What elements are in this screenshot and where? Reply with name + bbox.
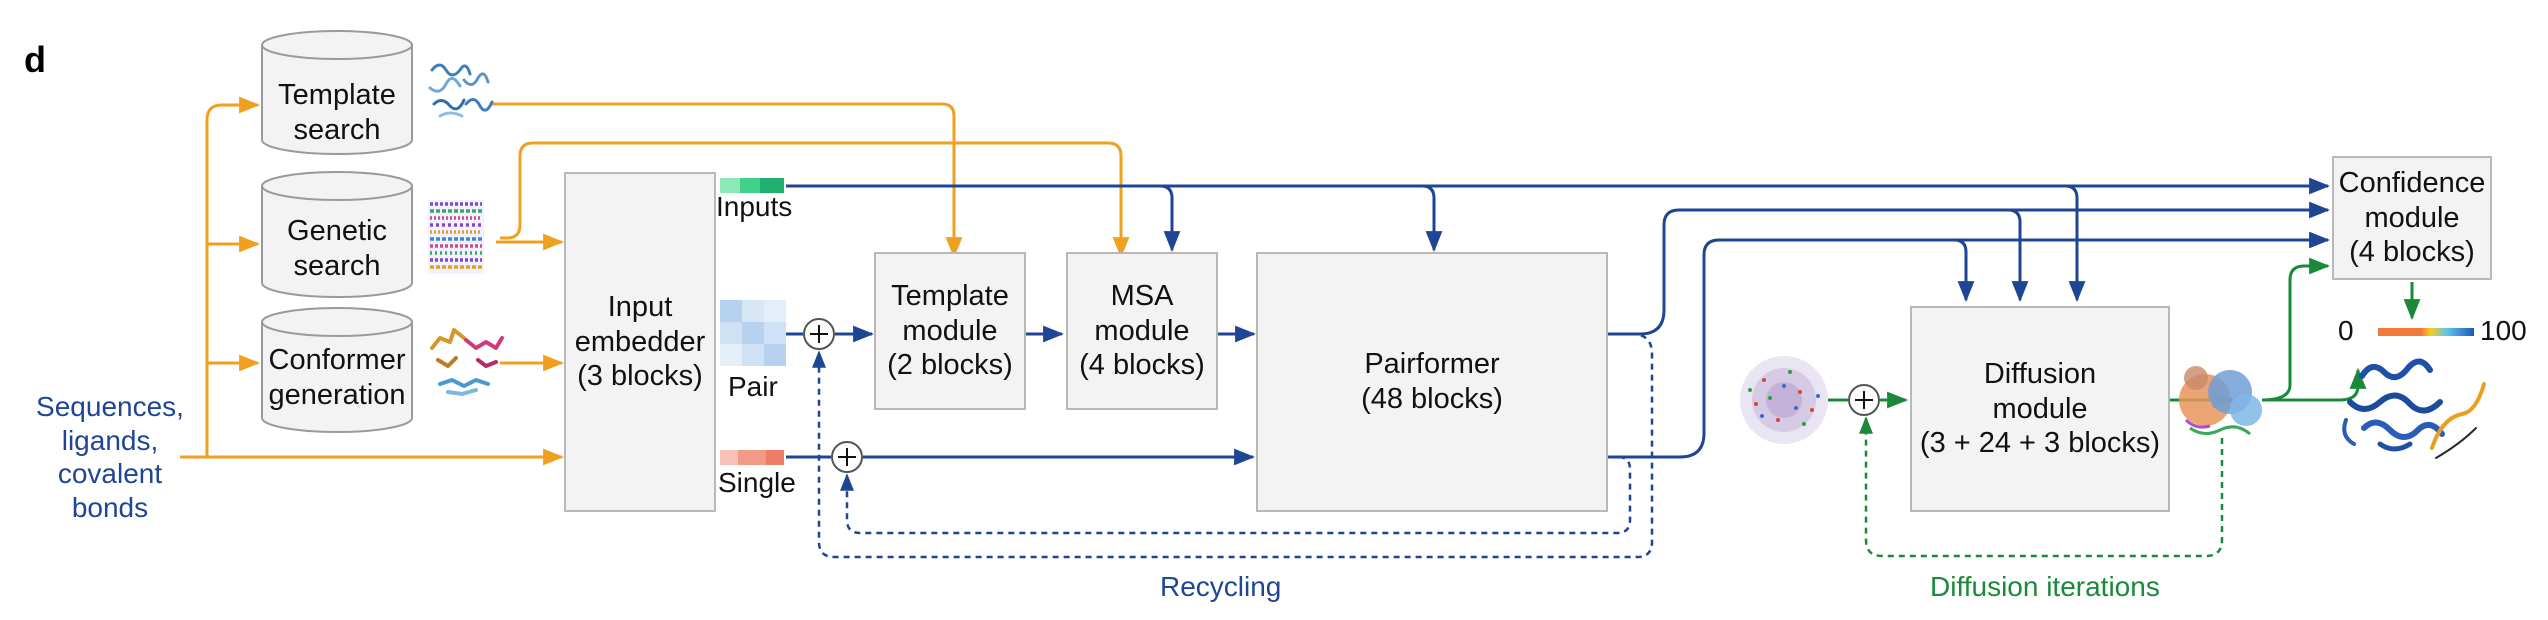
inputs-swatch [720,178,784,193]
input-embedder-box: Input embedder (3 blocks) [564,172,716,512]
noise-sum-node [1848,384,1880,416]
msa-module-label: MSA module (4 blocks) [1079,279,1205,382]
pairformer-label: Pairformer (48 blocks) [1361,348,1503,415]
input-pipeline-arrows [180,96,1130,466]
confidence-scale-bar [2378,328,2474,336]
confidence-scale-max: 100 [2480,315,2527,346]
msa-alignment-icon [428,200,484,274]
template-module-box: Template module (2 blocks) [874,252,1026,410]
recycling-loop-arrows [812,332,1654,559]
template-structure-icon [428,63,494,118]
trunk-arrows [786,177,2331,466]
confidence-module-box: Confidence module (4 blocks) [2332,156,2492,280]
confidence-scale-min: 0 [2338,315,2354,346]
single-sum-node [831,441,863,473]
single-swatch [720,450,784,465]
template-search-label: Template search [278,79,396,146]
conformer-molecules-icon [430,328,504,396]
confidence-module-label: Confidence module (4 blocks) [2338,166,2486,269]
template-module-label: Template module (2 blocks) [887,279,1013,382]
template-search-database [261,30,413,155]
predicted-protein-icon [2342,358,2486,459]
input-embedder-label: Input embedder (3 blocks) [574,290,706,393]
recycling-label: Recycling [1160,571,1282,602]
diffusion-iterations-label: Diffusion iterations [1930,571,2160,602]
conformer-generation-label: Conformer generation [268,344,406,411]
pair-sum-node [803,318,835,350]
diffusion-module-box: Diffusion module (3 + 24 + 3 blocks) [1910,306,2170,512]
pair-grid-swatch [720,300,786,366]
pair-label: Pair [728,371,778,402]
input-sources-label: Sequences, ligands, covalent bonds [36,391,184,523]
genetic-search-database [261,171,413,298]
diffusion-module-label: Diffusion module (3 + 24 + 3 blocks) [1919,357,2161,460]
atom-structure-icon [2179,366,2262,436]
msa-module-box: MSA module (4 blocks) [1066,252,1218,410]
pairformer-box: Pairformer (48 blocks) [1256,252,1608,512]
conformer-generation-database [261,307,413,433]
single-label: Single [718,467,796,498]
noise-cloud-icon [1740,356,1828,444]
inputs-label: Inputs [716,191,793,222]
diffusion-iteration-loop [1859,416,2224,558]
panel-letter: d [24,39,46,80]
genetic-search-label: Genetic search [287,215,387,282]
